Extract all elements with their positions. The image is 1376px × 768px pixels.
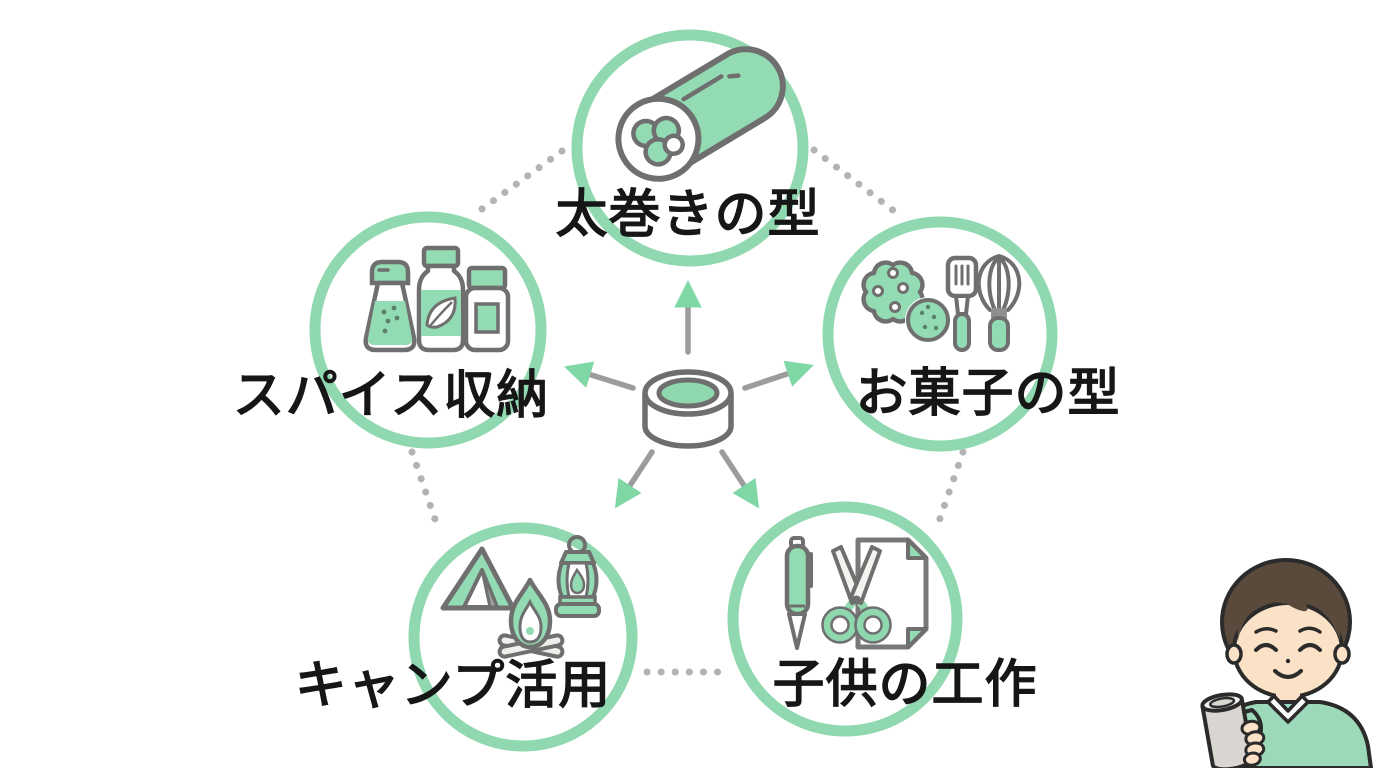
node-label-sweets-mold: お菓子の型: [855, 365, 1121, 423]
arrow-lower-right: [719, 449, 760, 509]
node-circle-left: [309, 211, 547, 449]
arrow-upper-right: [742, 360, 814, 391]
person-ear-left: [1225, 643, 1243, 665]
person-face: [1232, 601, 1344, 699]
node-label-camp-use: キャンプ活用: [294, 657, 612, 715]
arrow-upper-left: [564, 361, 636, 391]
spice-bottles-icon: [363, 245, 511, 353]
person-face-features: [1254, 626, 1322, 679]
crafts-icon: [784, 536, 929, 650]
node-label-spice-storage: スパイス収納: [232, 367, 550, 425]
tape-roll-can-icon: [642, 369, 734, 449]
person-hair-fringe: [1237, 582, 1341, 640]
node-circle-top: [571, 29, 809, 267]
arrow-lower-left: [614, 449, 655, 509]
radial-arrows: [564, 280, 814, 509]
person-hand-fingers: [1240, 719, 1266, 767]
person-collar: [1266, 694, 1310, 724]
person-illustration: [1200, 558, 1373, 768]
node-circles: [309, 29, 1058, 752]
node-circle-bottom-right: [727, 501, 963, 737]
person-ear-right: [1333, 643, 1351, 665]
connector-left-top: [478, 147, 566, 213]
sushi-roll-icon: [615, 46, 786, 182]
connector-top-right: [810, 146, 898, 215]
node-circle-right: [822, 216, 1058, 452]
person-nose: [1285, 658, 1291, 664]
node-label-kids-crafts: 子供の工作: [772, 656, 1038, 714]
camping-icon: [440, 535, 601, 659]
dotted-connectors: [408, 146, 967, 676]
baking-tools-icon: [861, 253, 1022, 352]
connector-right-bottomright: [933, 448, 967, 531]
node-label-futomaki-mold: 太巻きの型: [555, 186, 821, 244]
node-circle-bottom-left: [408, 522, 638, 752]
connector-left-bottomleft: [408, 448, 442, 532]
